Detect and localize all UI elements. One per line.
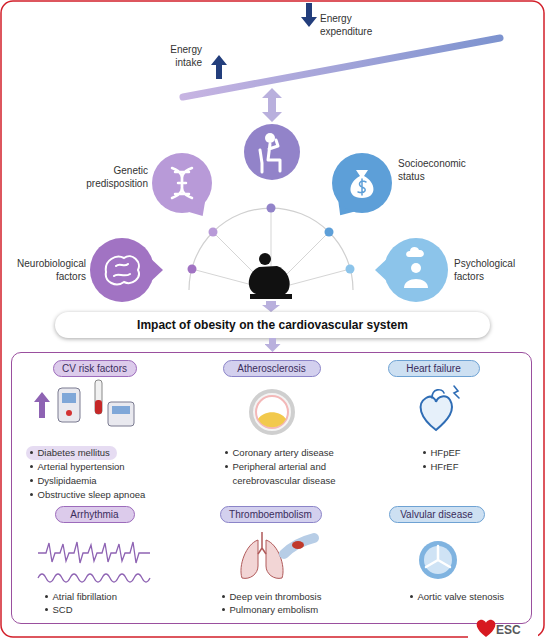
bullet-text: Deep vein thrombosis [230, 590, 322, 604]
bullet-dot [30, 451, 33, 454]
bullet-list: Deep vein thrombosisPulmonary embolism [222, 590, 352, 617]
speech-bubble-circle [332, 153, 392, 213]
speech-bubble-shape [384, 238, 448, 302]
bullet-item: Deep vein thrombosis [222, 590, 352, 604]
gauge-dot [188, 265, 197, 274]
bullet-item: Dyslipidaemia [30, 474, 175, 488]
speech-bubble-circle [384, 238, 448, 302]
speech-bubble-shape [332, 153, 392, 213]
bullet-text: Dyslipidaemia [38, 474, 97, 488]
bullet-text: Diabetes mellitus [38, 446, 110, 460]
bullet-dot [222, 595, 225, 598]
bullet-item: Diabetes mellitus [26, 446, 117, 460]
label-text: Energy intake [157, 43, 202, 69]
outcome-panel: ThromboembolismDeep vein thrombosisPulmo… [195, 506, 355, 618]
factor-bubble: Socioeconomic status [332, 153, 392, 213]
energy-seesaw [183, 38, 500, 97]
down-arrow [262, 301, 280, 312]
bullet-dot [423, 451, 426, 454]
bullet-dot [30, 465, 33, 468]
bullet-text: Peripheral arterial and cerebrovascular … [233, 460, 351, 488]
bullet-text: Aortic valve stenosis [418, 590, 505, 604]
eating-person-icon [265, 133, 275, 143]
bullet-text: Arterial hypertension [38, 460, 125, 474]
gauge-dot [267, 204, 276, 213]
panel-heading-pill: CV risk factors [53, 360, 137, 377]
bullet-dot [225, 451, 228, 454]
bullet-item: Pulmonary embolism [222, 603, 352, 617]
bullet-item: HFrEF [423, 460, 518, 474]
outcome-panel: CV risk factorsDiabetes mellitusArterial… [20, 360, 175, 500]
band-title: Impact of obesity on the cardiovascular … [137, 318, 408, 332]
gauge-dot [325, 228, 334, 237]
obese-person-body [249, 266, 290, 294]
bullet-text: Coronary artery disease [233, 446, 334, 460]
bullet-text: SCD [53, 603, 73, 617]
intake-up-arrow [211, 55, 227, 79]
bullet-list: Coronary artery diseasePeripheral arteri… [225, 446, 351, 488]
factor-bubble: Genetic predisposition [152, 153, 212, 213]
bullet-dot [30, 493, 33, 496]
speech-bubble-shape [90, 238, 154, 302]
factor-label: Socioeconomic status [398, 157, 478, 183]
factor-label: Neurobiological factors [6, 257, 86, 283]
outcomes-frame: CV risk factorsDiabetes mellitusArterial… [11, 352, 532, 624]
panel-heading-pill: Atherosclerosis [223, 360, 321, 377]
bullet-item: SCD [45, 603, 170, 617]
panel-heading-pill: Thromboembolism [220, 506, 322, 523]
obese-person-head [259, 253, 271, 265]
factor-label: Psychological factors [454, 257, 534, 283]
bullet-dot [222, 608, 225, 611]
impact-band: Impact of obesity on the cardiovascular … [55, 312, 490, 338]
factor-bubble: Psychological factors [384, 238, 448, 302]
outcome-panel: Valvular diseaseAortic valve stenosis [365, 506, 525, 618]
bullet-item: Obstructive sleep apnoea [30, 488, 175, 502]
flow-arrow [269, 338, 276, 344]
gauge-dot [346, 265, 355, 274]
bullet-item: Aortic valve stenosis [410, 590, 528, 604]
bullet-list: Diabetes mellitusArterial hypertensionDy… [30, 446, 175, 502]
label-text: Energy expenditure [320, 12, 384, 38]
bullet-text: HFrEF [431, 460, 459, 474]
bullet-list: Aortic valve stenosis [410, 590, 528, 604]
eating-behaviour-circle [244, 124, 300, 180]
bullet-list: Atrial fibrillationSCD [45, 590, 170, 617]
bullet-item: Atrial fibrillation [45, 590, 170, 604]
gauge-dot [209, 228, 218, 237]
bullet-text: Obstructive sleep apnoea [38, 488, 146, 502]
bullet-item: Coronary artery disease [225, 446, 351, 460]
factor-bubble: Neurobiological factors [90, 238, 154, 302]
panel-heading-pill: Arrhythmia [55, 506, 135, 523]
outcome-panel: Heart failureHFpEFHFrEF [365, 360, 525, 500]
bullet-item: Peripheral arterial and cerebrovascular … [225, 460, 351, 488]
bullet-dot [225, 465, 228, 468]
panel-heading-pill: Heart failure [388, 360, 480, 377]
panel-heading-pill: Valvular disease [389, 506, 485, 523]
bullet-text: Pulmonary embolism [230, 603, 319, 617]
outcome-panel: ArrhythmiaAtrial fibrillationSCD [20, 506, 175, 618]
bullet-item: HFpEF [423, 446, 518, 460]
expenditure-down-arrow [301, 3, 317, 27]
bullet-item: Arterial hypertension [30, 460, 175, 474]
bullet-text: HFpEF [431, 446, 461, 460]
balance-double-arrow [262, 88, 282, 122]
bullet-list: HFpEFHFrEF [423, 446, 518, 474]
speech-bubble-shape [152, 153, 212, 213]
label-text: ESC [496, 624, 534, 637]
eating-person-icon [260, 140, 280, 172]
bullet-dot [423, 465, 426, 468]
bullet-dot [45, 608, 48, 611]
outcome-panel: AtherosclerosisCoronary artery diseasePe… [195, 360, 355, 500]
bullet-dot [410, 595, 413, 598]
factor-label: Genetic predisposition [68, 164, 148, 190]
bullet-dot [30, 479, 33, 482]
weighing-scale [250, 294, 292, 299]
bullet-text: Atrial fibrillation [53, 590, 117, 604]
speech-bubble-circle [90, 238, 154, 302]
bullet-dot [45, 595, 48, 598]
logo-background [468, 624, 538, 639]
speech-bubble-circle [152, 153, 212, 213]
